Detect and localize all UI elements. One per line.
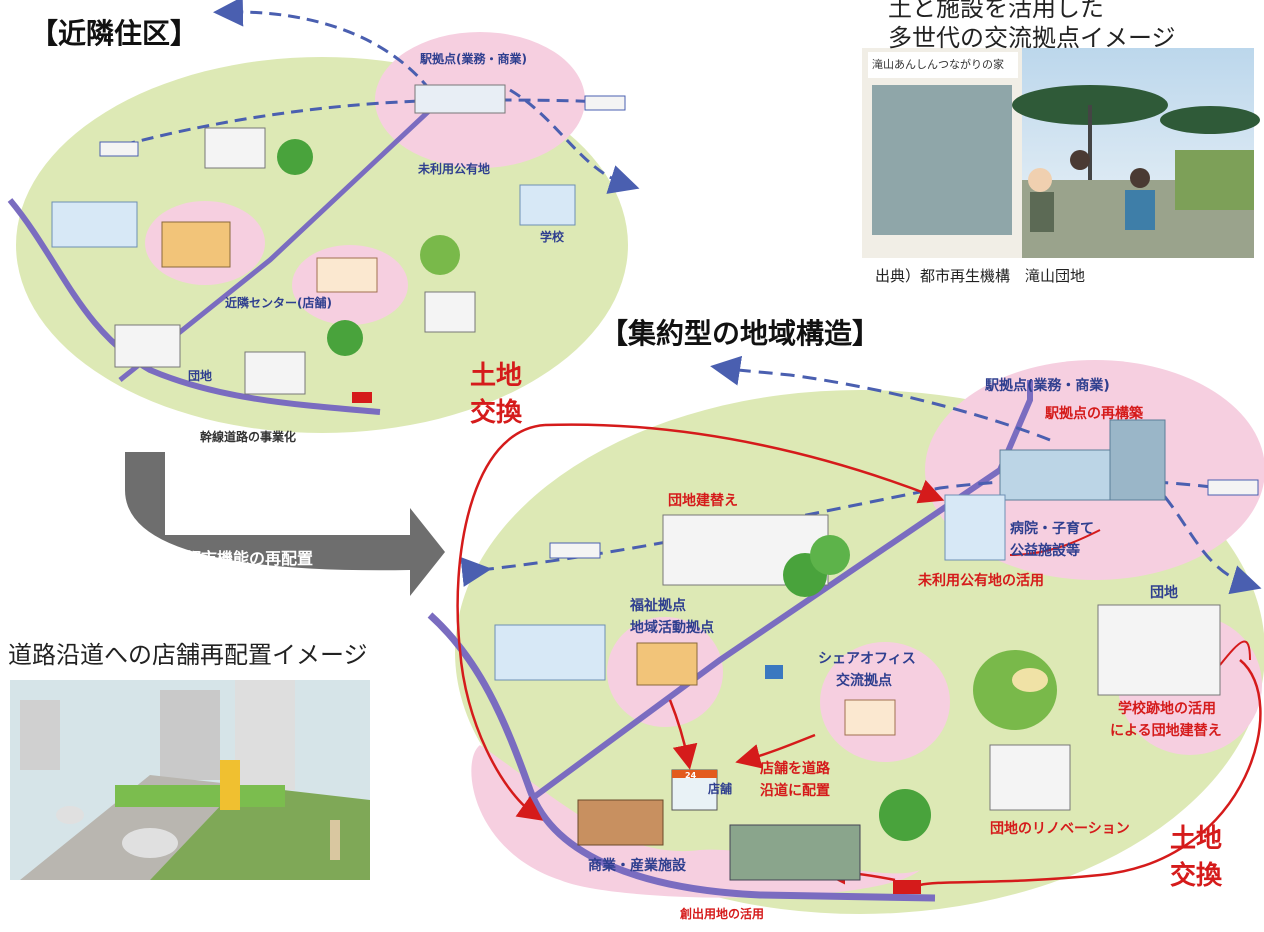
community-hub-label: 地域活動拠点 bbox=[630, 620, 714, 636]
photo-caption-line1: 土と施設を活用した bbox=[888, 0, 1104, 22]
right-danchi-label: 団地 bbox=[1150, 585, 1178, 601]
commerce-label: 商業・産業施設 bbox=[588, 858, 686, 874]
unused-land-use-label: 未利用公有地の活用 bbox=[918, 573, 1044, 589]
right-station-label: 駅拠点(業務・商業) bbox=[985, 378, 1110, 394]
left-unused-land-label: 未利用公有地 bbox=[418, 162, 491, 176]
school-site-label-1: 学校跡地の活用 bbox=[1118, 701, 1216, 717]
danchi-rebuild-label: 団地建替え bbox=[668, 493, 738, 509]
road-photo bbox=[10, 680, 370, 880]
store-move-label-1: 店舗を道路 bbox=[760, 761, 830, 777]
hospital-label: 病院・子育て bbox=[1010, 521, 1094, 537]
photo-sign-text: 滝山あんしんつながりの家 bbox=[872, 58, 1004, 71]
right-panel-title: 【集約型の地域構造】 bbox=[600, 317, 881, 350]
school-site-label-2: による団地建替え bbox=[1110, 723, 1222, 739]
created-land-label: 創出用地の活用 bbox=[680, 907, 765, 921]
right-compact-area bbox=[427, 355, 1264, 914]
left-danchi-label: 団地 bbox=[188, 369, 213, 383]
land-swap-2-a: 土地 bbox=[1170, 824, 1223, 854]
top-photo bbox=[862, 48, 1260, 258]
public-facilities-label: 公益施設等 bbox=[1010, 543, 1080, 559]
share-office-label: シェアオフィス bbox=[818, 651, 916, 667]
left-road-label: 幹線道路の事業化 bbox=[200, 430, 297, 444]
left-panel-title: 【近隣住区】 bbox=[30, 17, 199, 50]
left-center-label: 近隣センター(店舗) bbox=[225, 296, 332, 310]
welfare-hub-label: 福祉拠点 bbox=[630, 598, 686, 614]
photo-source: 出典）都市再生機構 滝山団地 bbox=[875, 267, 1086, 285]
store-move-label-2: 沿道に配置 bbox=[760, 783, 830, 799]
relocation-arrow bbox=[125, 452, 445, 596]
relocation-arrow-label: 都市機能の再配置 bbox=[185, 549, 314, 568]
land-swap-1-a: 土地 bbox=[470, 361, 523, 391]
land-swap-2-b: 交換 bbox=[1170, 861, 1223, 891]
station-rebuild-label: 駅拠点の再構築 bbox=[1045, 406, 1143, 422]
renovation-label: 団地のリノベーション bbox=[990, 821, 1130, 837]
store-label: 店舗 bbox=[708, 782, 733, 796]
left-school-label: 学校 bbox=[540, 230, 565, 244]
left-station-label: 駅拠点(業務・商業) bbox=[420, 52, 527, 66]
road-photo-caption: 道路沿道への店舗再配置イメージ bbox=[8, 641, 368, 669]
land-swap-1-b: 交換 bbox=[470, 398, 523, 428]
store-24-mark: 24 bbox=[685, 771, 697, 780]
photo-caption-line2: 多世代の交流拠点イメージ bbox=[888, 24, 1176, 52]
left-neighborhood-area bbox=[7, 0, 640, 433]
exchange-hub-label: 交流拠点 bbox=[836, 673, 892, 689]
